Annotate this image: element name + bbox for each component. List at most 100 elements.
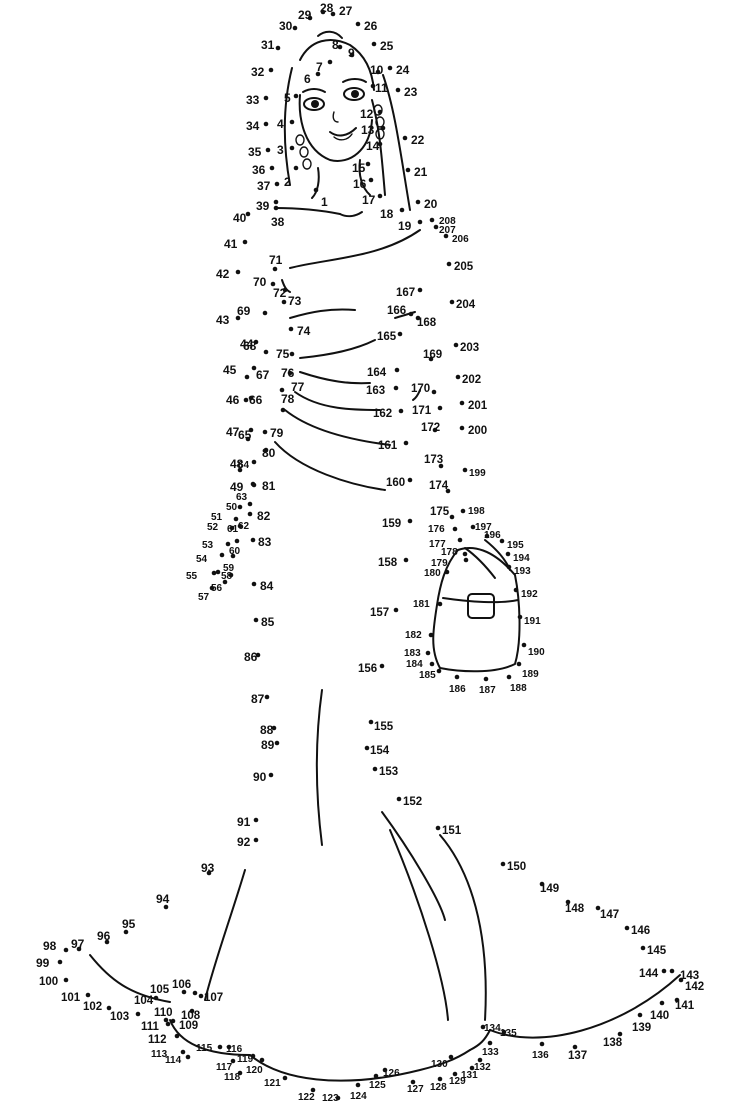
dot-190 (521, 642, 527, 648)
dot-label-19: 19 (398, 219, 412, 233)
dot-5 (293, 93, 299, 99)
dot-label-5: 5 (284, 91, 291, 105)
dot-label-157: 157 (370, 607, 389, 619)
dot-91 (253, 817, 259, 823)
dot-label-44: 44 (240, 337, 254, 351)
dot-54 (219, 552, 225, 558)
dot-label-117: 117 (216, 1062, 233, 1073)
dot-111 (165, 1021, 171, 1027)
dot-156 (379, 663, 385, 669)
dot-label-95: 95 (122, 917, 136, 931)
dot-label-152: 152 (403, 796, 422, 808)
dot-label-191: 191 (524, 616, 541, 627)
dot-label-94: 94 (156, 892, 170, 906)
dot-155 (368, 719, 374, 725)
dot-label-63: 63 (236, 492, 248, 503)
dot-label-198: 198 (468, 506, 485, 517)
dot-label-161: 161 (378, 440, 398, 452)
dot-56 (215, 569, 221, 575)
dot-72 (282, 287, 288, 293)
dot-label-81: 81 (262, 479, 276, 493)
dot-32 (268, 67, 274, 73)
dot-94 (163, 904, 169, 910)
dot-label-49: 49 (230, 480, 244, 494)
dot-20 (415, 199, 421, 205)
dot-label-66: 66 (249, 393, 263, 407)
dot-label-23: 23 (404, 85, 418, 99)
dot-82 (247, 511, 253, 517)
dot-4 (289, 119, 295, 125)
dot-68 (263, 349, 269, 355)
dot-136 (539, 1041, 545, 1047)
dot-label-92: 92 (237, 835, 251, 849)
hair-back-line (394, 311, 416, 319)
dot-173 (438, 463, 444, 469)
dot-202 (455, 374, 461, 380)
dot-161 (403, 440, 409, 446)
hair-strand-line (317, 30, 343, 39)
earring-1 (295, 134, 305, 146)
dot-label-15: 15 (352, 161, 366, 175)
dot-label-60: 60 (229, 546, 241, 557)
dot-177 (457, 537, 463, 543)
dot-115 (217, 1044, 223, 1050)
dot-label-179: 179 (431, 558, 448, 569)
dot-label-200: 200 (468, 425, 487, 437)
dot-122 (310, 1087, 316, 1093)
dot-34 (263, 121, 269, 127)
dot-label-108: 108 (181, 1010, 201, 1022)
dress-fold-center (315, 689, 323, 846)
dot-203 (453, 342, 459, 348)
dot-35 (265, 147, 271, 153)
dot-36 (269, 165, 275, 171)
dot-15 (365, 161, 371, 167)
dot-label-148: 148 (565, 903, 585, 915)
dot-44 (253, 339, 259, 345)
dot-181 (437, 601, 443, 607)
dot-113 (180, 1049, 186, 1055)
dot-110 (163, 1017, 169, 1023)
left-pupil (311, 100, 319, 108)
dot-label-176: 176 (428, 524, 445, 535)
dot-label-144: 144 (639, 968, 659, 980)
dot-label-139: 139 (632, 1022, 651, 1034)
dot-57 (209, 585, 215, 591)
dot-label-105: 105 (150, 984, 170, 996)
dot-96 (104, 939, 110, 945)
dot-184 (429, 661, 435, 667)
dot-label-68: 68 (243, 339, 257, 353)
dot-185 (436, 668, 442, 674)
dress-hem-bottom (249, 1049, 471, 1082)
dot-label-173: 173 (424, 454, 443, 466)
dot-label-199: 199 (469, 468, 486, 479)
dot-169 (428, 356, 434, 362)
dot-199 (462, 467, 468, 473)
dot-135 (501, 1029, 507, 1035)
dot-label-65: 65 (238, 428, 252, 442)
dot-label-109: 109 (179, 1020, 198, 1032)
dot-label-119: 119 (237, 1054, 254, 1065)
dot-label-2: 2 (284, 175, 291, 189)
dot-label-59: 59 (223, 563, 235, 574)
dot-label-91: 91 (237, 815, 251, 829)
dot-label-181: 181 (413, 599, 430, 610)
dot-label-128: 128 (430, 1082, 447, 1093)
dot-label-120: 120 (246, 1065, 263, 1076)
dot-118 (237, 1070, 243, 1076)
numbered-dots: 1234567891011121314151617181920212223242… (36, 1, 704, 1104)
dot-92 (253, 837, 259, 843)
dot-label-99: 99 (36, 956, 50, 970)
dot-73 (281, 299, 287, 305)
dot-31 (275, 45, 281, 51)
dot-label-165: 165 (377, 331, 397, 343)
left-eye (303, 97, 325, 111)
dot-67 (244, 374, 250, 380)
dot-label-203: 203 (460, 342, 479, 354)
dot-label-98: 98 (43, 939, 57, 953)
dot-78 (280, 407, 286, 413)
dot-193 (506, 564, 512, 570)
dot-label-178: 178 (441, 547, 458, 558)
dot-label-188: 188 (510, 683, 527, 694)
dot-117 (230, 1058, 236, 1064)
